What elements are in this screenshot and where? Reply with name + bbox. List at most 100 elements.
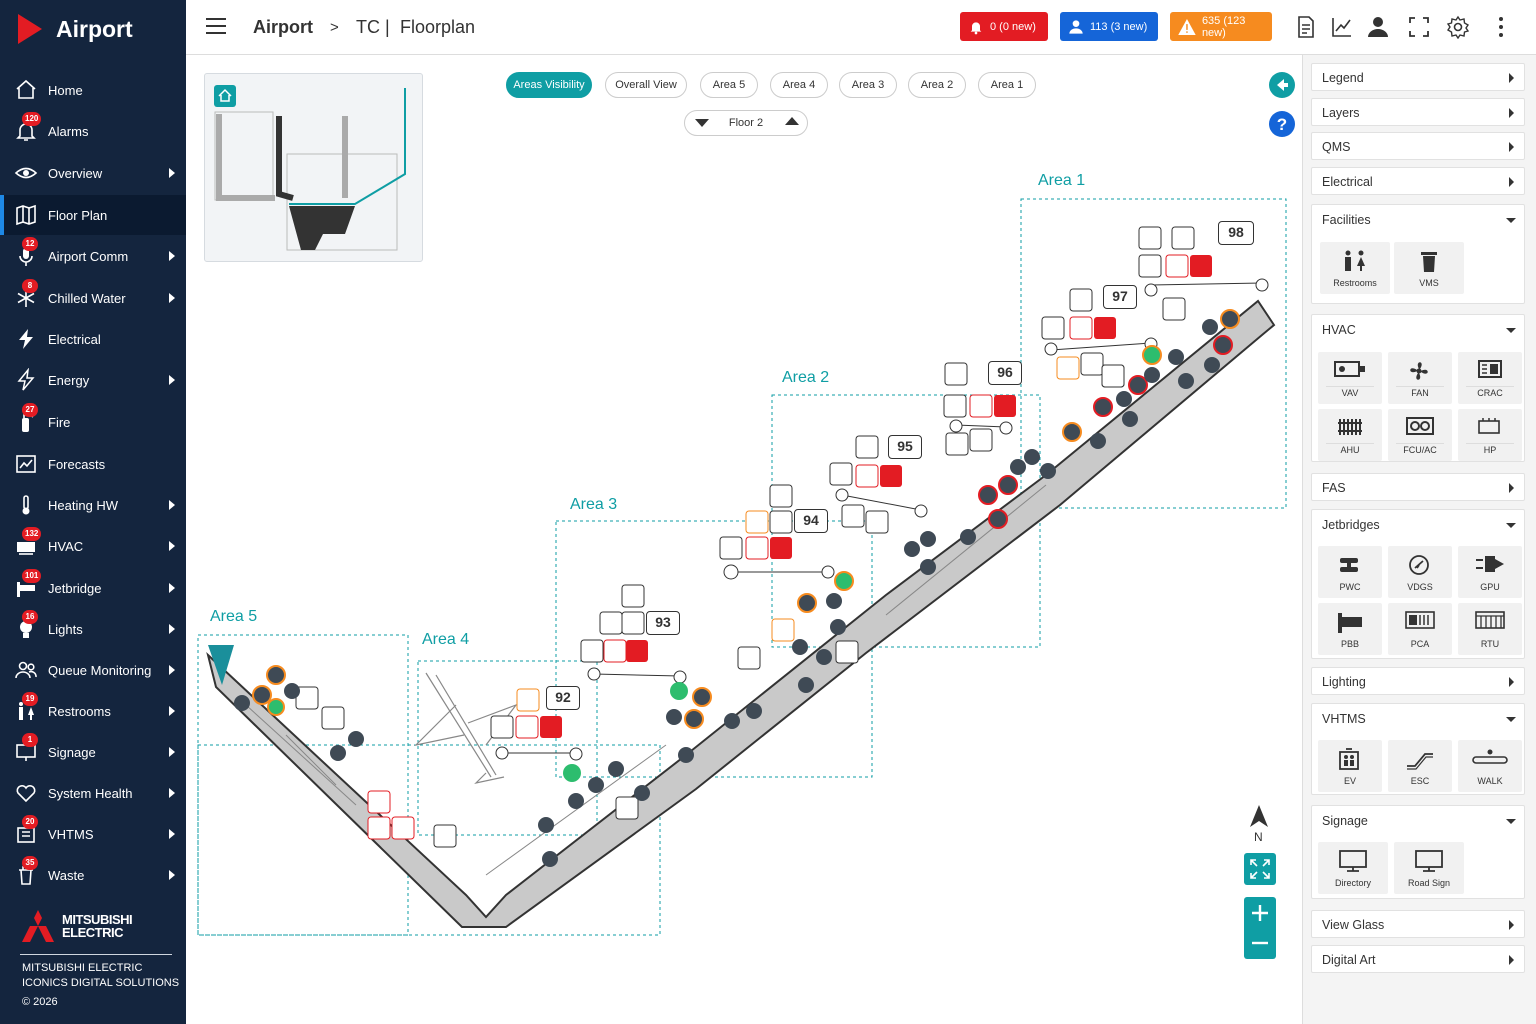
breadcrumb-root[interactable]: Airport — [253, 17, 313, 37]
tile-vms[interactable]: VMS — [1394, 242, 1464, 294]
gate-label-95[interactable]: 95 — [888, 435, 922, 459]
gear-icon[interactable] — [1446, 15, 1470, 39]
gate-label-92[interactable]: 92 — [546, 686, 580, 710]
brand[interactable]: Airport — [18, 14, 133, 44]
tile-road-sign[interactable]: Road Sign — [1394, 842, 1464, 894]
tile-gpu[interactable]: GPU — [1458, 546, 1522, 598]
tile-rtu[interactable]: RTU — [1458, 603, 1522, 655]
gate-92-devices[interactable] — [490, 688, 562, 739]
alarm-count-button[interactable]: 0 (0 new) — [960, 12, 1048, 41]
gate-95-devices[interactable] — [829, 435, 902, 534]
tile-vdgs[interactable]: VDGS — [1388, 546, 1452, 598]
tile-walk[interactable]: WALK — [1458, 740, 1522, 792]
section-fas[interactable]: FAS — [1311, 473, 1525, 501]
nav-item-queue-monitoring[interactable]: Queue Monitoring — [0, 650, 186, 690]
fullscreen-icon[interactable] — [1407, 15, 1431, 39]
section-vhtms[interactable]: VHTMS EV ESC WALK — [1311, 703, 1525, 795]
tile-crac[interactable]: CRAC — [1458, 352, 1522, 404]
help-icon[interactable]: ? — [1269, 111, 1295, 137]
tile-directory[interactable]: Directory — [1318, 842, 1388, 894]
nav-item-heating-hw[interactable]: Heating HW — [0, 485, 186, 525]
tile-ev[interactable]: EV — [1318, 740, 1382, 792]
section-legend[interactable]: Legend — [1311, 63, 1525, 91]
nav-item-system-health[interactable]: System Health — [0, 773, 186, 813]
section-qms[interactable]: QMS — [1311, 132, 1525, 160]
nav-item-airport-comm[interactable]: 12 Airport Comm — [0, 236, 186, 276]
nav-item-chilled-water[interactable]: 8 Chilled Water — [0, 278, 186, 318]
section-electrical[interactable]: Electrical — [1311, 167, 1525, 195]
floor-down-icon[interactable] — [695, 119, 709, 129]
zoom-out-icon[interactable] — [1250, 933, 1270, 953]
area-5-devices[interactable] — [295, 364, 1125, 848]
section-lighting[interactable]: Lighting — [1311, 667, 1525, 695]
floorplan-map[interactable]: Areas Visibility Overall View Area 5 Are… — [186, 55, 1302, 1024]
minimap-home-icon[interactable] — [214, 85, 236, 107]
report-icon[interactable] — [1294, 15, 1318, 39]
nav-item-jetbridge[interactable]: 101 Jetbridge — [0, 568, 186, 608]
tile-fcu-ac[interactable]: FCU/AC — [1388, 409, 1452, 461]
floor-selector[interactable]: Floor 2 — [684, 110, 808, 136]
tile-pwc[interactable]: PWC — [1318, 546, 1382, 598]
pill-area-3[interactable]: Area 3 — [839, 72, 897, 98]
gate-94-devices[interactable] — [719, 484, 793, 560]
tile-vav[interactable]: VAV — [1318, 352, 1382, 404]
nav-item-alarms[interactable]: 120 Alarms — [0, 111, 186, 151]
device-icons-layer[interactable] — [186, 55, 1302, 1024]
nav-item-energy[interactable]: Energy — [0, 360, 186, 400]
pill-area-4[interactable]: Area 4 — [770, 72, 828, 98]
gate-label-96[interactable]: 96 — [988, 361, 1022, 385]
nav-item-restrooms[interactable]: 19 Restrooms — [0, 691, 186, 731]
tile-pbb[interactable]: PBB — [1318, 603, 1382, 655]
pill-areas-visibility[interactable]: Areas Visibility — [506, 72, 592, 98]
tile-esc[interactable]: ESC — [1388, 740, 1452, 792]
tile-hp[interactable]: HP — [1458, 409, 1522, 461]
more-vertical-icon[interactable] — [1489, 15, 1513, 39]
user-profile-icon[interactable] — [1366, 15, 1390, 39]
breadcrumb-tc[interactable]: TC — [356, 17, 380, 37]
nav-item-signage[interactable]: 1 Signage — [0, 732, 186, 772]
collapse-panel-icon[interactable] — [1269, 72, 1295, 98]
nav-item-vhtms[interactable]: 20 VHTMS — [0, 814, 186, 854]
fit-to-screen-icon[interactable] — [1244, 853, 1276, 885]
tile-pca[interactable]: PCA — [1388, 603, 1452, 655]
tile-ahu[interactable]: AHU — [1318, 409, 1382, 461]
sensor-dots[interactable] — [234, 309, 1240, 867]
section-layers[interactable]: Layers — [1311, 98, 1525, 126]
user-count-button[interactable]: 113 (3 new) — [1060, 12, 1158, 41]
floor-up-icon[interactable] — [785, 117, 799, 127]
gate-label-97[interactable]: 97 — [1103, 285, 1137, 309]
section-jetbridges[interactable]: Jetbridges PWC VDGS GPU PBB PCA RTU — [1311, 509, 1525, 659]
section-view-glass[interactable]: View Glass — [1311, 910, 1525, 938]
minimap[interactable] — [204, 73, 423, 262]
pill-area-2[interactable]: Area 2 — [908, 72, 966, 98]
trend-chart-icon[interactable] — [1330, 15, 1354, 39]
gate-97-devices[interactable] — [1041, 288, 1125, 388]
section-digital-art[interactable]: Digital Art — [1311, 945, 1525, 973]
zoom-in-icon[interactable] — [1250, 903, 1270, 923]
nav-item-lights[interactable]: 16 Lights — [0, 609, 186, 649]
gate-96-devices[interactable] — [943, 362, 1016, 456]
nav-item-fire[interactable]: 27 Fire — [0, 402, 186, 442]
gate-label-98[interactable]: 98 — [1218, 221, 1254, 245]
gate-93-devices[interactable] — [580, 584, 648, 663]
tile-fan[interactable]: FAN — [1388, 352, 1452, 404]
section-signage[interactable]: Signage Directory Road Sign — [1311, 805, 1525, 899]
gate-98-devices[interactable] — [1138, 226, 1212, 321]
hamburger-menu-icon[interactable] — [206, 18, 226, 34]
nav-item-floor-plan[interactable]: Floor Plan — [0, 195, 186, 235]
pill-area-5[interactable]: Area 5 — [700, 72, 758, 98]
nav-item-hvac[interactable]: 132 HVAC — [0, 526, 186, 566]
pill-overall-view[interactable]: Overall View — [605, 72, 687, 98]
nav-item-overview[interactable]: Overview — [0, 153, 186, 193]
warning-count-button[interactable]: 635 (123 new) — [1170, 12, 1272, 41]
nav-item-electrical[interactable]: Electrical — [0, 319, 186, 359]
nav-item-home[interactable]: Home — [0, 70, 186, 110]
nav-item-forecasts[interactable]: Forecasts — [0, 444, 186, 484]
gate-label-94[interactable]: 94 — [794, 509, 828, 533]
section-facilities[interactable]: Facilities Restrooms VMS — [1311, 204, 1525, 304]
pill-area-1[interactable]: Area 1 — [978, 72, 1036, 98]
tile-restrooms[interactable]: Restrooms — [1320, 242, 1390, 294]
gate-label-93[interactable]: 93 — [646, 611, 680, 635]
section-hvac[interactable]: HVAC VAV FAN CRAC AHU FCU/AC — [1311, 314, 1525, 462]
nav-item-waste[interactable]: 35 Waste — [0, 855, 186, 895]
